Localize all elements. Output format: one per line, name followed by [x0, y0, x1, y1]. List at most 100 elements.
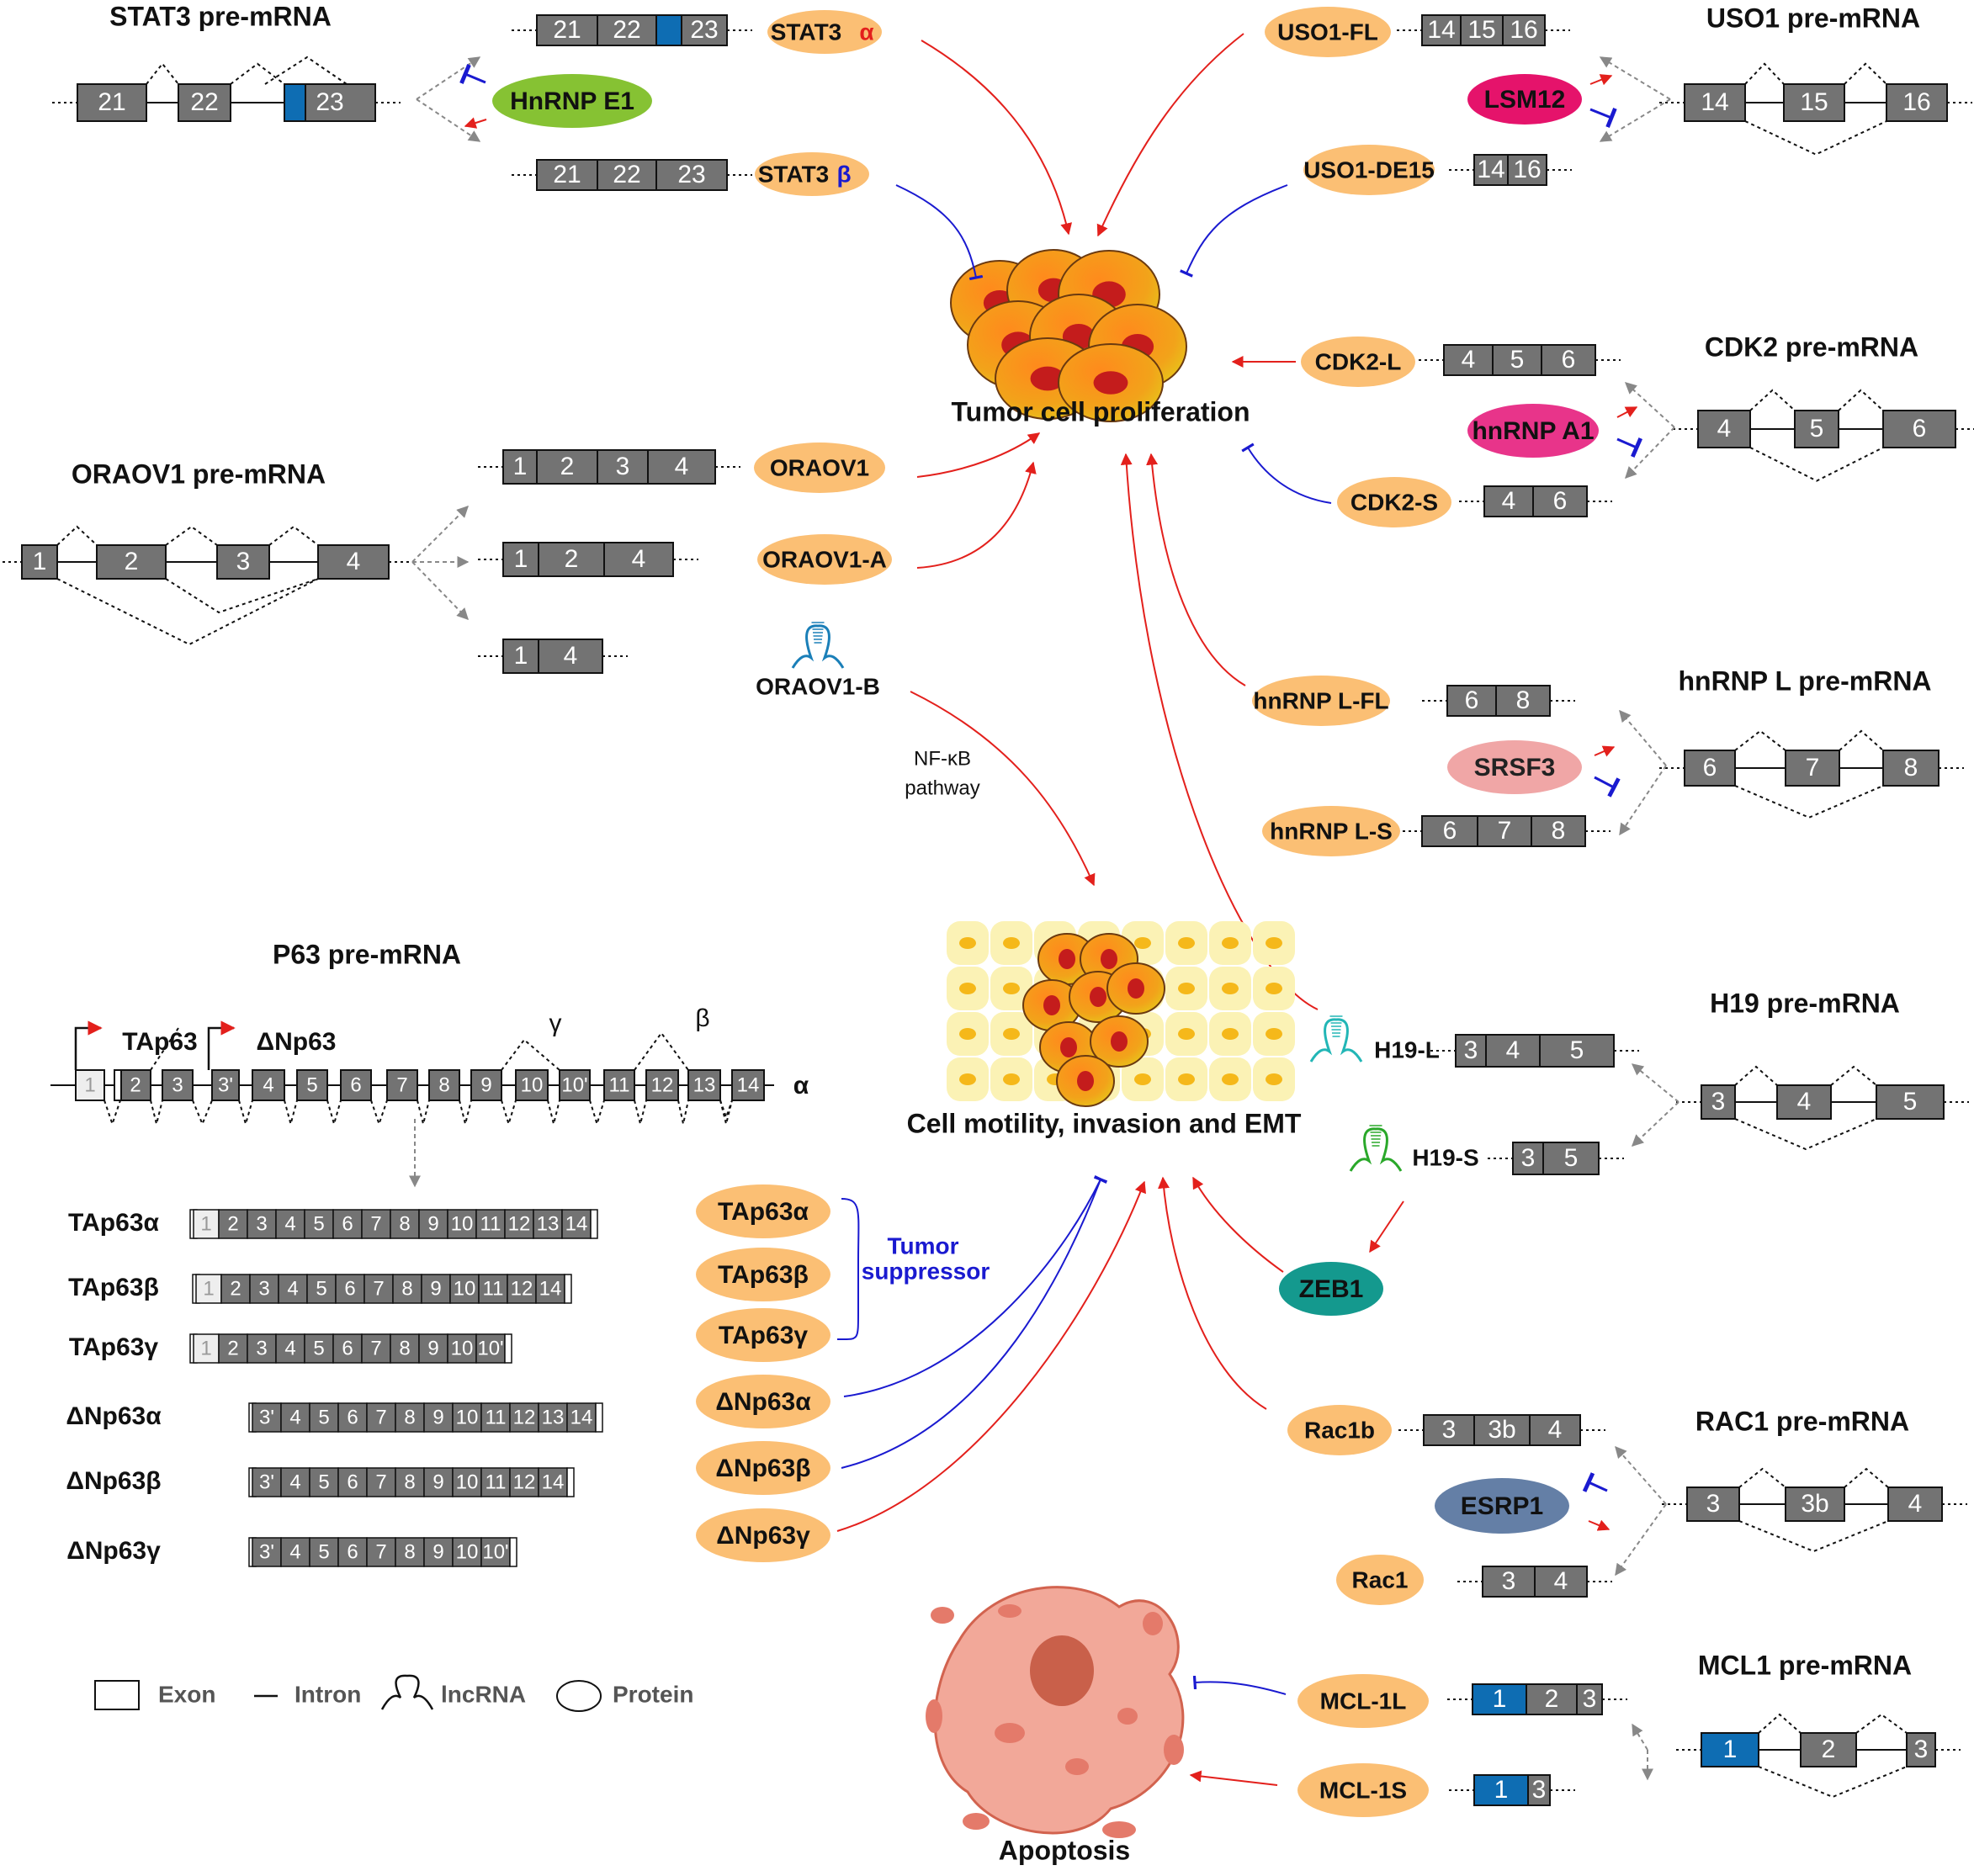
tissue-nucleus: [959, 1028, 976, 1040]
srsf3-oval-label: SRSF3: [1474, 754, 1556, 782]
exon-box: [1477, 815, 1532, 847]
p63-iso-exon: [337, 1467, 368, 1497]
exon-number: 5: [1810, 415, 1824, 443]
exon-number: 4: [1797, 1088, 1812, 1116]
p63-exon-number: 3: [172, 1073, 183, 1096]
p63-iso-exon-number: 4: [289, 1471, 300, 1493]
p63-isoform-oval: [696, 1441, 830, 1495]
exon-box: [1785, 750, 1840, 787]
dashed-arrow: [1624, 382, 1675, 428]
cell-nucleus: [1043, 995, 1060, 1015]
p63-iso-exon: [538, 1467, 568, 1497]
splice-caret-top: [165, 525, 218, 546]
p63-iso-exon: [193, 1209, 220, 1239]
tumor-suppressor-bracket: [836, 1198, 860, 1341]
exon-box: [1460, 14, 1504, 46]
tissue-nucleus: [1178, 937, 1195, 949]
p63-exon: [428, 1069, 460, 1101]
p63-iso-exon: [361, 1209, 391, 1239]
p63-iso-exon-number: 6: [344, 1277, 355, 1300]
splice-caret-top: [1844, 62, 1887, 85]
splice-caret-top: [1734, 1065, 1778, 1086]
cdk2-l-oval: [1301, 337, 1415, 387]
dashed-arrow: [1619, 709, 1667, 766]
splice-caret-top: [1734, 729, 1786, 751]
exon-number: 6: [1703, 754, 1717, 782]
p63-iso-exon-number: 8: [401, 1277, 412, 1300]
stat3a-sym: α: [859, 19, 873, 45]
small-activation: [464, 117, 487, 129]
apoptosis-label: Apoptosis: [999, 1835, 1130, 1865]
p63-iso-exon-number: 7: [370, 1212, 381, 1235]
promoter-arrow: [74, 1020, 103, 1070]
cell-nucleus: [1101, 949, 1117, 969]
exon-number: 6: [1443, 817, 1457, 845]
p63-iso-exon-number: 12: [511, 1277, 533, 1300]
small-inhibition: [459, 64, 486, 84]
exon-box: [1542, 1142, 1600, 1175]
p63-splice-caret: [150, 1100, 163, 1125]
splice-skip: [165, 578, 319, 614]
exon-number: 1: [1493, 1685, 1507, 1713]
exon-number: 4: [1548, 1416, 1563, 1444]
p63-isoform-oval: [696, 1184, 830, 1238]
p63-splice-caret: [459, 1100, 472, 1125]
p63-exon-number: 14: [737, 1073, 760, 1096]
p63-iso-exon: [509, 1402, 539, 1433]
tissue-nucleus: [1003, 1028, 1020, 1040]
exon-number: 5: [1903, 1088, 1918, 1116]
apoptotic-fragment: [926, 1699, 942, 1733]
p63-iso-exon-number: 11: [486, 1471, 507, 1493]
splice-caret-top: [1749, 389, 1796, 411]
apoptotic-fragment: [998, 1604, 1021, 1618]
exon-number: 6: [1562, 346, 1576, 374]
exon-box: [1701, 1732, 1759, 1767]
exon-number: 1: [514, 545, 528, 573]
p63-exon-number: 4: [263, 1073, 273, 1096]
p63-iso-exon: [280, 1467, 310, 1497]
p63-iso-exon-number: 10': [477, 1337, 503, 1359]
rac1-title: RAC1 pre-mRNA: [1695, 1406, 1909, 1436]
small-activation: [1589, 74, 1613, 86]
p63-iso-exon-number: 9: [432, 1471, 443, 1493]
exon-number: 21: [98, 88, 125, 116]
p63-iso-exon: [447, 1333, 477, 1364]
small-inhibition: [1594, 776, 1621, 798]
apoptotic-fragment: [1143, 1612, 1163, 1635]
p63-iso-exon-number: 12: [513, 1406, 536, 1428]
stat3b-sym: β: [836, 161, 851, 187]
rac1b-oval: [1287, 1405, 1392, 1455]
p63-exon-number: 5: [306, 1073, 317, 1096]
p63-iso-exon-number: 12: [513, 1471, 536, 1493]
legend-exon-swatch: [94, 1680, 140, 1710]
p63-iso-exon-number: 4: [284, 1212, 295, 1235]
exon-number: 4: [632, 545, 646, 573]
tissue-nucleus: [1222, 983, 1239, 994]
exon-box: [1800, 1732, 1857, 1767]
p63-iso-exon-number: 8: [399, 1212, 410, 1235]
exon-box: [538, 639, 603, 674]
dashed-arrow: [416, 56, 481, 100]
p63-splice-caret: [284, 1100, 298, 1127]
p63-exon: [211, 1069, 240, 1101]
p63-iso-exon-number: 6: [347, 1471, 358, 1493]
tissue-nucleus: [1003, 937, 1020, 949]
p63-iso-exon-number: 6: [347, 1406, 358, 1428]
p63-exon: [559, 1069, 591, 1101]
p63-exon: [386, 1069, 418, 1101]
exon-number: 1: [33, 548, 47, 575]
exon-box: [1421, 14, 1462, 46]
exon-number: 4: [1908, 1490, 1923, 1518]
legend-exon-label: Exon: [158, 1681, 215, 1707]
activation-arrow: [1096, 33, 1244, 237]
inhibition-arrow: [1241, 443, 1332, 504]
legend-intron-label: Intron: [295, 1681, 361, 1707]
exon-number: 3: [236, 548, 251, 575]
proliferation-label: Tumor cell proliferation: [952, 396, 1250, 427]
exon-box: [1686, 1486, 1740, 1522]
inhibition-arrow: [1192, 1675, 1287, 1695]
p63-iso-exon: [280, 1537, 310, 1567]
p63-utr-box: [114, 1069, 122, 1101]
p63-iso-exon-number: 10: [456, 1540, 479, 1563]
apoptotic-fragment: [931, 1607, 954, 1624]
